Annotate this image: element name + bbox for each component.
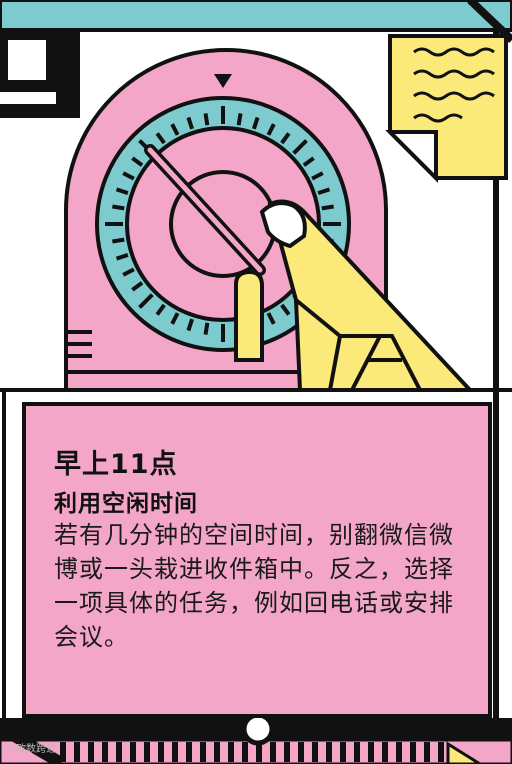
dial-tick bbox=[122, 267, 135, 277]
bottom-band bbox=[0, 712, 512, 764]
dial-tick bbox=[115, 187, 129, 196]
dial-tick bbox=[138, 293, 154, 309]
band-stripe bbox=[284, 742, 290, 762]
band-stripe bbox=[424, 742, 430, 762]
dial-tick bbox=[112, 204, 125, 211]
dial-tick bbox=[203, 113, 210, 126]
band-stripe bbox=[270, 742, 276, 762]
dial-tick bbox=[131, 281, 144, 292]
band-stripe bbox=[298, 742, 304, 762]
band-stripe bbox=[438, 742, 444, 762]
band-stripe bbox=[312, 742, 318, 762]
dial-tick bbox=[203, 322, 210, 335]
band-stripe bbox=[340, 742, 346, 762]
band-stripe bbox=[382, 742, 388, 762]
band-stripe bbox=[60, 742, 66, 762]
dial-tick bbox=[317, 187, 331, 196]
corner-block bbox=[0, 30, 80, 118]
dial-tick bbox=[302, 156, 315, 167]
band-stripe bbox=[116, 742, 122, 762]
dial-tick bbox=[251, 116, 260, 130]
band-stripe bbox=[354, 742, 360, 762]
dial-tick bbox=[170, 123, 180, 136]
dial-tick bbox=[266, 312, 276, 325]
band-stripe bbox=[130, 742, 136, 762]
band-stripe bbox=[228, 742, 234, 762]
band-stripe bbox=[74, 742, 80, 762]
watermark: ©欧数跨进 bbox=[6, 744, 56, 755]
dial-tick bbox=[280, 132, 291, 145]
dial-tick bbox=[280, 303, 291, 316]
dial-tick bbox=[266, 123, 276, 136]
time-label: 早上11点 bbox=[54, 449, 178, 480]
band-stripe bbox=[326, 742, 332, 762]
body-text: 若有几分钟的空间时间，别翻微信微博或一头栽进收件箱中。反之，选择一项具体的任务，… bbox=[54, 521, 454, 651]
dial-tick bbox=[311, 171, 324, 181]
dial-tick bbox=[186, 318, 195, 332]
band-stripe bbox=[186, 742, 192, 762]
dial-tick bbox=[186, 116, 195, 130]
dial-tick bbox=[122, 171, 135, 181]
band-stripe bbox=[396, 742, 402, 762]
band-stripe bbox=[102, 742, 108, 762]
band-stripe bbox=[200, 742, 206, 762]
hand-icon bbox=[234, 199, 475, 392]
dial-tick bbox=[170, 312, 180, 325]
band-stripe bbox=[368, 742, 374, 762]
dial-tick bbox=[292, 139, 308, 155]
band-stripe bbox=[410, 742, 416, 762]
band-stripe bbox=[144, 742, 150, 762]
dial-tick bbox=[131, 156, 144, 167]
band-stripe bbox=[242, 742, 248, 762]
band-stripe bbox=[172, 742, 178, 762]
dial-tick bbox=[155, 132, 166, 145]
band-stripe bbox=[214, 742, 220, 762]
dial-tick bbox=[112, 237, 125, 244]
band-stripe bbox=[256, 742, 262, 762]
dial-tick bbox=[115, 252, 129, 261]
dial-tick bbox=[236, 113, 243, 126]
dial-tick bbox=[321, 204, 334, 211]
subtitle: 利用空闲时间 bbox=[54, 491, 198, 517]
top-bar bbox=[0, 0, 512, 32]
text-panel: 早上11点 利用空闲时间 若有几分钟的空间时间，别翻微信微博或一头栽进收件箱中。… bbox=[22, 402, 492, 718]
note-icon bbox=[385, 34, 508, 183]
dial-tick bbox=[155, 303, 166, 316]
band-stripe bbox=[158, 742, 164, 762]
band-stripe bbox=[88, 742, 94, 762]
